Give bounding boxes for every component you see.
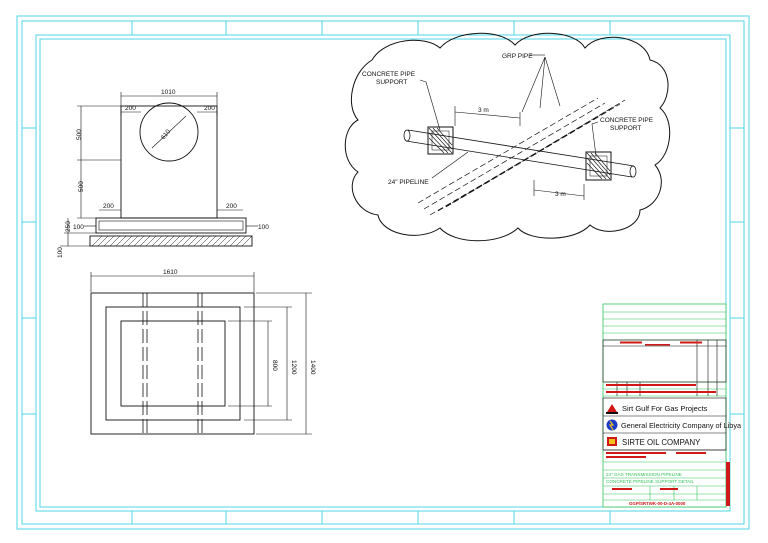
label-pipeline: 24" PIPELINE bbox=[388, 179, 429, 186]
title-block-red-side bbox=[726, 462, 730, 506]
title-block: Sirt Gulf For Gas Projects General Elect… bbox=[602, 303, 742, 508]
title-note-bar-2 bbox=[606, 456, 646, 458]
title-note-bar-3 bbox=[676, 452, 706, 454]
rev-row-1 bbox=[606, 384, 696, 386]
label-support-left-line2: SUPPORT bbox=[376, 79, 407, 86]
footer-label-bar-2 bbox=[660, 488, 678, 490]
rev-row-2 bbox=[606, 391, 716, 393]
label-support-left-line1: CONCRETE PIPE bbox=[362, 71, 416, 78]
drawing-number: GGP/SRTWK-00-D-4A-0000 bbox=[629, 501, 686, 506]
dim-left-gap: 200 bbox=[125, 105, 136, 112]
company-gecol: General Electricity Company of Libya bbox=[606, 419, 742, 431]
title-note-bar-1 bbox=[606, 452, 666, 454]
dim-3m-bottom: 3 m bbox=[555, 191, 566, 198]
rev-header-mark bbox=[620, 341, 642, 344]
elevation-dimensions: 1010 200 200 610 200 200 500 500 250 100… bbox=[57, 89, 269, 258]
iso-labels: CONCRETE PIPE SUPPORT GRP PIPE CONCRETE … bbox=[362, 53, 655, 198]
dim-lean: 100 bbox=[57, 247, 64, 258]
plan-dimensions: 1610 800 1200 1400 bbox=[163, 269, 316, 375]
iso-pipeline bbox=[403, 54, 637, 216]
company-sirt-gulf: Sirt Gulf For Gas Projects bbox=[606, 404, 708, 414]
dim-height-upper: 500 bbox=[76, 129, 83, 140]
drawing-title-line2: CONCRETE PIPELINE SUPPORT DETAIL bbox=[606, 479, 695, 484]
company-name-sirte-oil: SIRTE OIL COMPANY bbox=[622, 438, 701, 447]
dim-pipe-diameter: 610 bbox=[160, 128, 172, 141]
dim-top-width: 1010 bbox=[161, 89, 176, 96]
label-support-right: CONCRETE PIPE SUPPORT bbox=[600, 117, 655, 132]
plan-view bbox=[90, 272, 312, 435]
dim-plan-width: 1610 bbox=[163, 269, 178, 276]
rev-header-mark-3 bbox=[645, 344, 670, 346]
dim-height-lower: 500 bbox=[78, 181, 85, 192]
label-grp-pipe: GRP PIPE bbox=[502, 53, 533, 60]
dim-plan-outer: 1400 bbox=[309, 360, 316, 375]
company-sirte-oil: SIRTE OIL COMPANY bbox=[607, 437, 701, 447]
dim-plan-inner: 800 bbox=[271, 360, 278, 371]
dim-base-right: 200 bbox=[226, 203, 237, 210]
sheet-frame bbox=[16, 15, 750, 530]
dim-3m-top: 3 m bbox=[478, 107, 489, 114]
drawing-title-line1: 24" GAS TRANSMISSION PIPELINE bbox=[606, 472, 682, 477]
sirt-gulf-logo-icon bbox=[607, 404, 617, 412]
label-support-right-line1: CONCRETE PIPE bbox=[600, 117, 654, 124]
dim-plan-mid: 1200 bbox=[290, 360, 297, 375]
dim-slab: 250 bbox=[65, 221, 72, 232]
iso-cloud bbox=[344, 32, 671, 242]
dim-left-offset: 100 bbox=[73, 224, 84, 231]
rev-header-mark-2 bbox=[680, 341, 702, 344]
label-support-left: CONCRETE PIPE SUPPORT bbox=[362, 71, 417, 86]
label-support-right-line2: SUPPORT bbox=[610, 125, 641, 132]
dim-right-offset: 100 bbox=[258, 224, 269, 231]
company-name-gecol: General Electricity Company of Libya bbox=[621, 421, 742, 430]
footer-label-bar bbox=[612, 488, 632, 490]
company-name-sirt-gulf: Sirt Gulf For Gas Projects bbox=[622, 404, 708, 413]
elevation-view bbox=[60, 92, 258, 247]
dim-right-gap: 200 bbox=[204, 105, 215, 112]
dim-base-left: 200 bbox=[103, 203, 114, 210]
